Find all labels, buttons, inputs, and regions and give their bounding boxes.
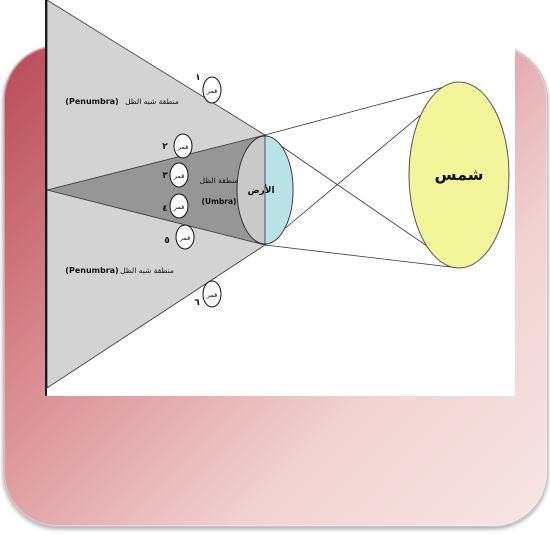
moon-position-5: قمر ٥ (164, 224, 195, 250)
penumbra-lower-ar: منطقة شبه الظل (120, 266, 174, 275)
moon-position-2: قمر ٢ (162, 133, 193, 159)
moon-position-1: قمر ١ (195, 73, 222, 104)
moon-label: قمر (206, 87, 217, 95)
ray-outer-bottom (264, 244, 460, 269)
eclipse-svg: شمس الأرض (Penumbra) منطقة شبه الظل (Pen… (47, 0, 510, 389)
earth-label: الأرض (247, 184, 274, 196)
umbra-label-ar: منطقة الظل (200, 176, 239, 185)
earth-day-side (264, 135, 294, 245)
penumbra-upper-ar: منطقة شبه الظل (125, 97, 179, 106)
moon-label: قمر (179, 234, 190, 242)
position-number: ٥ (164, 236, 170, 246)
eclipse-diagram: شمس الأرض (Penumbra) منطقة شبه الظل (Pen… (45, 0, 515, 396)
moon-position-3: قمر ٣ (162, 162, 189, 188)
moon-position-6: قمر ٦ (194, 280, 222, 308)
moon-label: قمر (206, 291, 217, 299)
penumbra-upper-en: (Penumbra) (65, 97, 118, 106)
moon-label: قمر (177, 143, 188, 151)
sun (408, 81, 510, 269)
position-number: ٢ (162, 142, 168, 152)
ray-outer-top (264, 82, 460, 136)
penumbra-lower-en: (Penumbra) (65, 266, 118, 275)
position-number: ٣ (162, 171, 168, 181)
moon-label: قمر (173, 203, 184, 211)
umbra-label-en: (Umbra) (202, 197, 237, 206)
sun-label: شمس (434, 165, 483, 184)
position-number: ١ (195, 73, 201, 83)
position-number: ٤ (162, 204, 168, 214)
moon-position-4: قمر ٤ (162, 193, 189, 219)
moon-label: قمر (173, 172, 184, 180)
position-number: ٦ (194, 298, 200, 308)
